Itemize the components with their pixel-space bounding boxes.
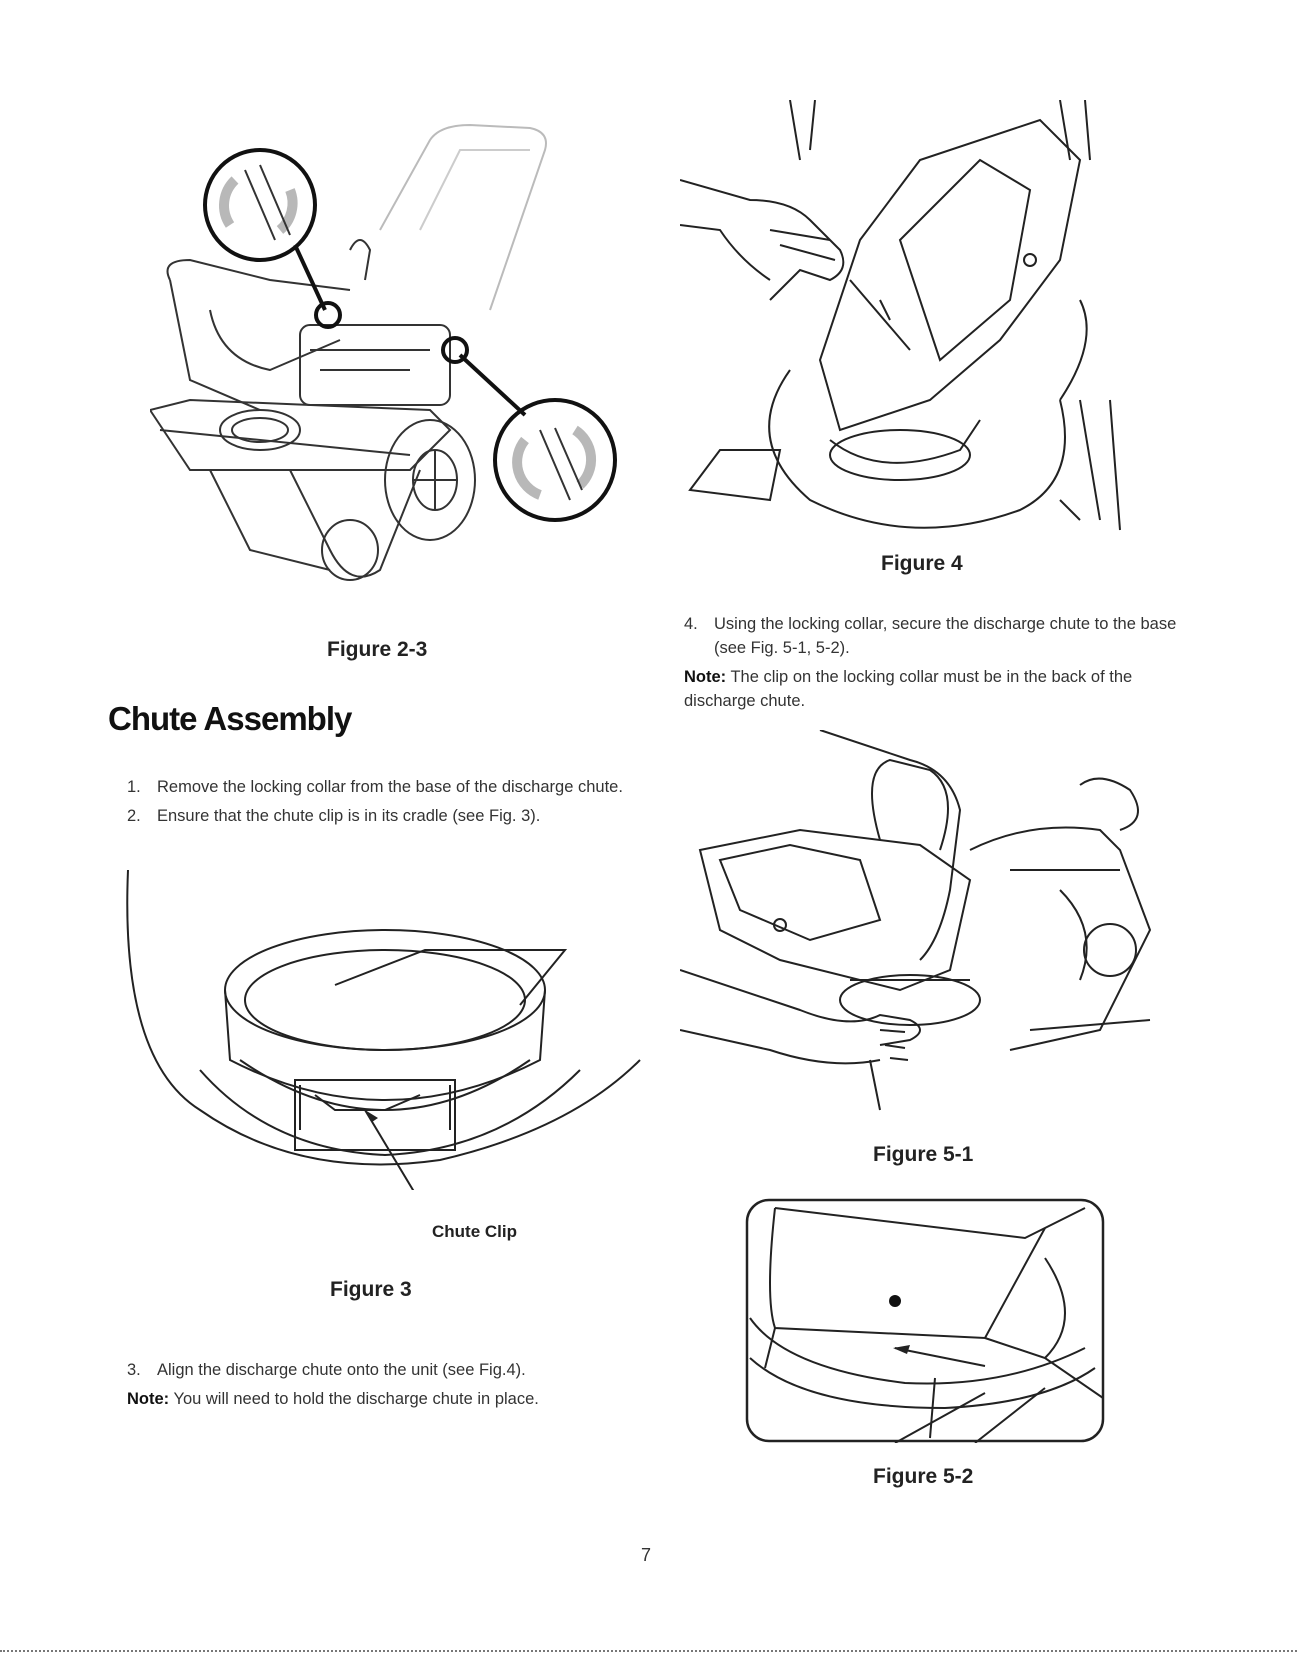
step-text: Align the discharge chute onto the unit … [157, 1361, 526, 1379]
figure-5-2-illustration [745, 1198, 1105, 1443]
page-number: 7 [641, 1545, 652, 1565]
step-4: 4. Using the locking collar, secure the … [684, 612, 1184, 660]
figure-5-1-caption: Figure 5-1 [873, 1143, 974, 1166]
step-2: 2. Ensure that the chute clip is in its … [127, 804, 667, 828]
step-number: 4. [684, 615, 698, 633]
step-4-block: 4. Using the locking collar, secure the … [684, 612, 1184, 713]
section-title: Chute Assembly [108, 700, 352, 737]
step-3: 3. Align the discharge chute onto the un… [127, 1358, 667, 1382]
note-text: The clip on the locking collar must be i… [684, 668, 1133, 710]
step-text: Ensure that the chute clip is in its cra… [157, 807, 541, 825]
note-text: You will need to hold the discharge chut… [169, 1390, 539, 1408]
figure-5-2-caption: Figure 5-2 [873, 1465, 974, 1488]
steps-1-2: 1. Remove the locking collar from the ba… [127, 775, 667, 833]
figure-3-illustration [120, 860, 650, 1190]
step-number: 1. [127, 778, 141, 796]
step-text: Using the locking collar, secure the dis… [714, 615, 1177, 657]
step-text: Remove the locking collar from the base … [157, 778, 623, 796]
figure-2-3-illustration [150, 110, 650, 630]
note-label: Note: [684, 668, 727, 686]
chute-clip-callout: Chute Clip [432, 1222, 517, 1241]
step-3-block: 3. Align the discharge chute onto the un… [127, 1358, 667, 1411]
figure-4-caption: Figure 4 [881, 552, 963, 575]
step-number: 3. [127, 1361, 141, 1379]
figure-3-caption: Figure 3 [330, 1278, 412, 1301]
note-label: Note: [127, 1390, 170, 1408]
note-1: Note: You will need to hold the discharg… [127, 1387, 667, 1411]
figure-4-illustration [680, 100, 1150, 540]
step-1: 1. Remove the locking collar from the ba… [127, 775, 667, 799]
note-2: Note: The clip on the locking collar mus… [684, 665, 1184, 713]
step-number: 2. [127, 807, 141, 825]
figure-2-3-caption: Figure 2-3 [327, 638, 428, 661]
figure-5-1-illustration [680, 730, 1160, 1120]
page-bottom-rule [0, 1650, 1297, 1652]
